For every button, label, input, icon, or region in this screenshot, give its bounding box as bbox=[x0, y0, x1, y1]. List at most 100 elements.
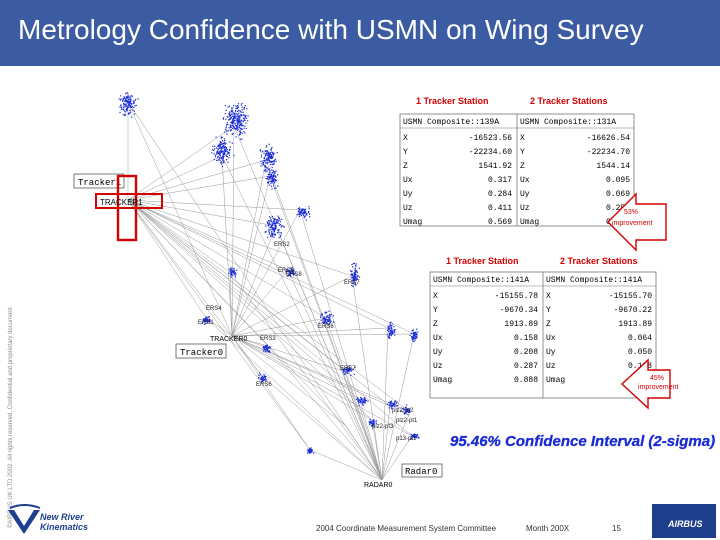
bottom-row-value1: -9670.34 bbox=[500, 306, 539, 315]
top-row-value1: -22234.60 bbox=[469, 148, 512, 157]
point-cloud bbox=[356, 396, 369, 406]
bottom-row-label: Z bbox=[433, 320, 438, 329]
top-row-label2: Uz bbox=[520, 204, 530, 213]
connection-line bbox=[345, 371, 383, 481]
bottom-row-value1: 0.287 bbox=[514, 362, 538, 371]
cloud-label: ERS7 bbox=[340, 366, 356, 372]
top-row-value1: 0.284 bbox=[488, 190, 512, 199]
bottom-col2-title: USMN Composite::141A bbox=[546, 276, 642, 285]
point-cloud bbox=[258, 372, 267, 384]
top-row-value1: 1541.92 bbox=[478, 162, 512, 171]
connection-line bbox=[127, 101, 233, 337]
bottom-col2-header: 2 Tracker Stations bbox=[560, 256, 638, 266]
connection-line bbox=[205, 317, 383, 481]
top-row-value2: 0.069 bbox=[606, 190, 630, 199]
connection-line bbox=[231, 209, 301, 337]
bottom-row-value1: 0.208 bbox=[514, 348, 538, 357]
top-row-label2: Y bbox=[520, 148, 525, 157]
bottom-table: 1 Tracker Station 2 Tracker Stations USM… bbox=[429, 256, 657, 399]
top-improvement-pct: 53% bbox=[624, 209, 638, 216]
cloud-label: ERS8 bbox=[286, 272, 302, 278]
connection-line bbox=[127, 101, 383, 481]
cloud-label: plz2-pt1 bbox=[396, 418, 418, 424]
top-row-value1: 0.317 bbox=[488, 176, 512, 185]
connection-line bbox=[231, 335, 411, 413]
cloud-label: ERS4 bbox=[206, 306, 222, 312]
bottom-row-value2: 1913.89 bbox=[618, 320, 652, 329]
cloud-label: ERS6 bbox=[256, 382, 272, 388]
bottom-row-label: Umag bbox=[433, 376, 452, 385]
bottom-row-value1: -15155.78 bbox=[495, 292, 538, 301]
connection-line bbox=[127, 199, 231, 273]
connection-line bbox=[127, 199, 277, 227]
connection-line bbox=[261, 375, 383, 481]
point-cloud bbox=[285, 267, 296, 278]
nrk-text: New River Kinematics bbox=[40, 512, 88, 532]
connection-line bbox=[127, 199, 311, 451]
bottom-row-label2: Y bbox=[546, 306, 551, 315]
connection-line bbox=[127, 199, 391, 407]
footer-page: 15 bbox=[612, 524, 621, 533]
point-cloud bbox=[386, 321, 396, 339]
point-cloud bbox=[318, 310, 335, 326]
cloud-label: ERS7 bbox=[344, 280, 360, 286]
top-improvement-word: improvement bbox=[612, 220, 653, 227]
bottom-row-value2: 0.064 bbox=[628, 334, 652, 343]
connection-line bbox=[127, 155, 223, 201]
cloud-label: ERS2 bbox=[274, 242, 290, 248]
point-cloud bbox=[211, 136, 235, 168]
connection-line bbox=[231, 335, 311, 451]
connection-line bbox=[127, 199, 301, 211]
top-table: 1 Tracker Station 2 Tracker Stations USM… bbox=[399, 96, 635, 227]
connection-line bbox=[267, 345, 383, 481]
point-cloud bbox=[409, 328, 419, 343]
connection-line bbox=[127, 199, 347, 427]
point-clouds: ERS5ERS4ERS8ERS7ERS6ERS1ERS3ERS2ERS6ERS7… bbox=[118, 92, 420, 454]
connection-line bbox=[381, 327, 389, 481]
top-row-value1: 0.411 bbox=[488, 204, 512, 213]
cloud-label: ERS1 bbox=[198, 320, 214, 326]
connection-line bbox=[381, 435, 413, 481]
top-row-label: Z bbox=[403, 162, 408, 171]
connection-line bbox=[127, 199, 207, 319]
top-row-value2: -16626.54 bbox=[587, 134, 630, 143]
connection-line bbox=[229, 271, 383, 481]
bottom-row-label2: Z bbox=[546, 320, 551, 329]
radar0-station: Radar0 RADAR0 bbox=[364, 463, 443, 489]
bottom-improvement-word: improvement bbox=[638, 384, 679, 391]
slide-title: Metrology Confidence with USMN on Wing S… bbox=[18, 14, 644, 45]
point-cloud bbox=[201, 316, 211, 325]
improvement-arrow-top: 53% improvement bbox=[607, 192, 667, 252]
connection-line bbox=[127, 199, 327, 319]
cloud-label: p13-pt1 bbox=[396, 436, 417, 442]
point-cloud bbox=[265, 169, 279, 190]
point-cloud bbox=[350, 262, 361, 287]
nrk-line2: Kinematics bbox=[40, 522, 89, 532]
bottom-col1-title: USMN Composite::141A bbox=[433, 276, 529, 285]
bottom-row-value2: -15155.70 bbox=[609, 292, 652, 301]
cloud-label: ERS3 bbox=[260, 336, 276, 342]
top-col1-header: 1 Tracker Station bbox=[416, 96, 489, 106]
point-cloud bbox=[259, 143, 278, 173]
connection-line bbox=[221, 155, 383, 481]
top-row-value1: -16523.56 bbox=[469, 134, 512, 143]
survey-diagram: ERS5ERS4ERS8ERS7ERS6ERS1ERS3ERS2ERS6ERS7… bbox=[73, 92, 715, 489]
connection-line bbox=[269, 175, 383, 481]
bottom-row-value1: 0.158 bbox=[514, 334, 538, 343]
connection-line bbox=[127, 199, 289, 271]
connection-line bbox=[127, 199, 263, 377]
tracker0-station: Tracker0 TRACKER0 bbox=[175, 336, 247, 359]
bottom-row-label2: Uy bbox=[546, 348, 556, 357]
top-row-value1: 0.569 bbox=[488, 218, 512, 227]
connection-line bbox=[351, 275, 383, 481]
top-col1-title: USMN Composite::139A bbox=[403, 118, 499, 127]
connection-line bbox=[231, 335, 347, 427]
connection-line bbox=[231, 125, 235, 337]
bottom-row-label: Uz bbox=[433, 362, 443, 371]
connection-line bbox=[221, 155, 233, 337]
slide-header: Metrology Confidence with USMN on Wing S… bbox=[0, 0, 720, 66]
bottom-row-label2: X bbox=[546, 292, 551, 301]
connection-line bbox=[127, 175, 271, 201]
connection-line bbox=[299, 209, 383, 481]
connection-line bbox=[127, 199, 411, 413]
